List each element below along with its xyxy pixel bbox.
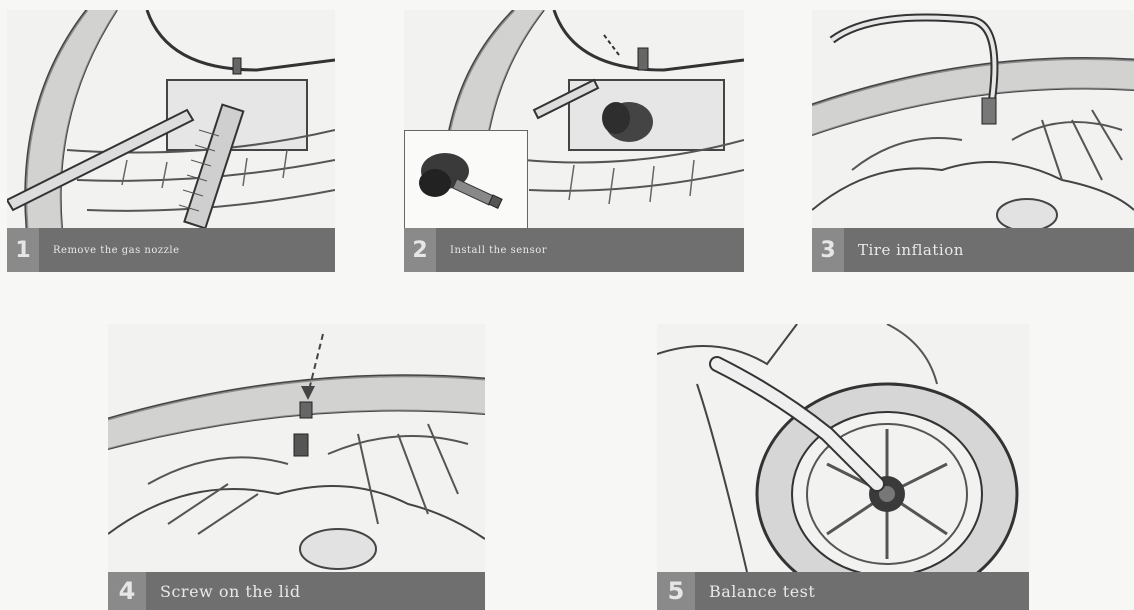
step-number: 3: [812, 228, 844, 272]
step-label: Remove the gas nozzle: [53, 244, 180, 256]
step-3-caption: 3 Tire inflation: [812, 228, 1134, 272]
step-number: 4: [108, 572, 146, 610]
step-2-caption: 2 Install the sensor: [404, 228, 744, 272]
step-5-illustration: [657, 324, 1029, 572]
step-1-caption: 1 Remove the gas nozzle: [7, 228, 335, 272]
step-label: Tire inflation: [858, 241, 964, 259]
step-3-illustration: [812, 10, 1134, 228]
step-1-illustration: [7, 10, 335, 228]
step-label: Balance test: [709, 581, 816, 601]
step-4-illustration: [108, 324, 485, 572]
step-1-panel: 1 Remove the gas nozzle: [7, 10, 335, 272]
step-number: 1: [7, 228, 39, 272]
step-number: 2: [404, 228, 436, 272]
step-4-panel: 4 Screw on the lid: [108, 324, 485, 610]
step-number: 5: [657, 572, 695, 610]
sensor-inset: [404, 130, 528, 230]
step-4-caption: 4 Screw on the lid: [108, 572, 485, 610]
step-2-panel: 2 Install the sensor: [404, 10, 744, 272]
step-label: Screw on the lid: [160, 581, 301, 601]
step-5-panel: 5 Balance test: [657, 324, 1029, 610]
step-3-panel: 3 Tire inflation: [812, 10, 1134, 272]
step-5-caption: 5 Balance test: [657, 572, 1029, 610]
step-label: Install the sensor: [450, 244, 548, 256]
sensor-icon: [419, 153, 503, 209]
